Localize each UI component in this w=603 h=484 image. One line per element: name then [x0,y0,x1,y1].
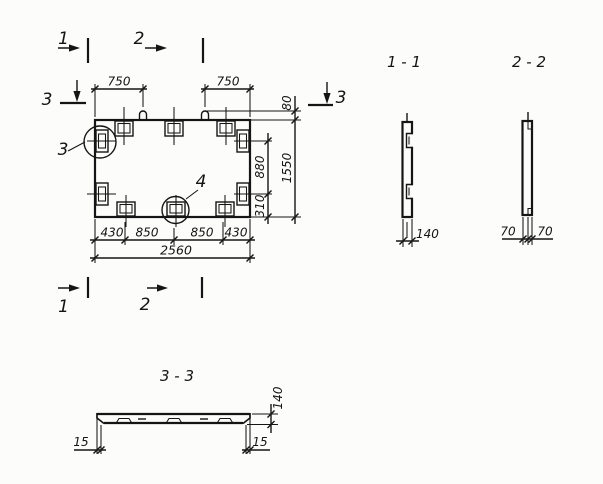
section-2-2-title: 2 - 2 [512,53,546,71]
dim-bottom: 430 850 850 430 2560 [90,219,255,263]
cut-mark-1-bottom: 1 [58,297,69,317]
dim-140-s33: 140 [271,386,285,409]
plan-view: 3 4 [58,106,273,228]
dim-430-left: 430 [101,226,124,240]
dim-2560: 2560 [160,243,192,258]
dim-430-right: 430 [225,226,248,240]
dim-310: 310 [253,194,267,217]
dim-1550: 1550 [280,152,294,183]
dim-15-left: 15 [73,435,88,449]
cut-mark-3-left: 3 [42,90,53,110]
cut-marks: 1 2 3 3 1 2 [42,29,347,317]
section-2-2-body [521,119,534,217]
section-3-3-title: 3 - 3 [160,367,194,385]
section-1-1: 1 - 1 140 [387,53,439,247]
dim-80: 80 [280,95,294,111]
detail-label-3: 3 [58,140,69,160]
dim-70-right: 70 [537,225,553,239]
dim-140-s11: 140 [416,227,439,241]
section-3-3: 3 - 3 15 15 140 [73,367,285,455]
dim-right-inner: 880 310 [253,133,273,224]
dim-15-right: 15 [252,435,267,449]
dim-70-left: 70 [500,225,516,239]
cut-mark-2-top: 2 [134,29,145,49]
section-1-1-title: 1 - 1 [387,53,421,71]
cut-mark-3-right: 3 [336,88,347,108]
section-1-1-body [401,120,414,219]
cut-mark-2-bottom: 2 [140,295,151,315]
cut-mark-1-top: 1 [58,29,69,49]
dim-850-left: 850 [136,226,159,240]
lifting-loop-right [200,110,210,120]
section-2-2: 2 - 2 70 70 [500,53,553,245]
detail-circle-4 [161,195,190,225]
dim-850-right: 850 [191,226,214,240]
lifting-loop-left [138,110,148,120]
detail-leader-3 [67,141,86,152]
dim-880: 880 [253,155,267,178]
detail-leader-4 [185,189,199,200]
detail-label-4: 4 [196,172,207,192]
dim-750-left: 750 [108,75,131,89]
dim-750-right: 750 [217,75,240,89]
dim-right-outer: 80 1550 [207,95,301,224]
